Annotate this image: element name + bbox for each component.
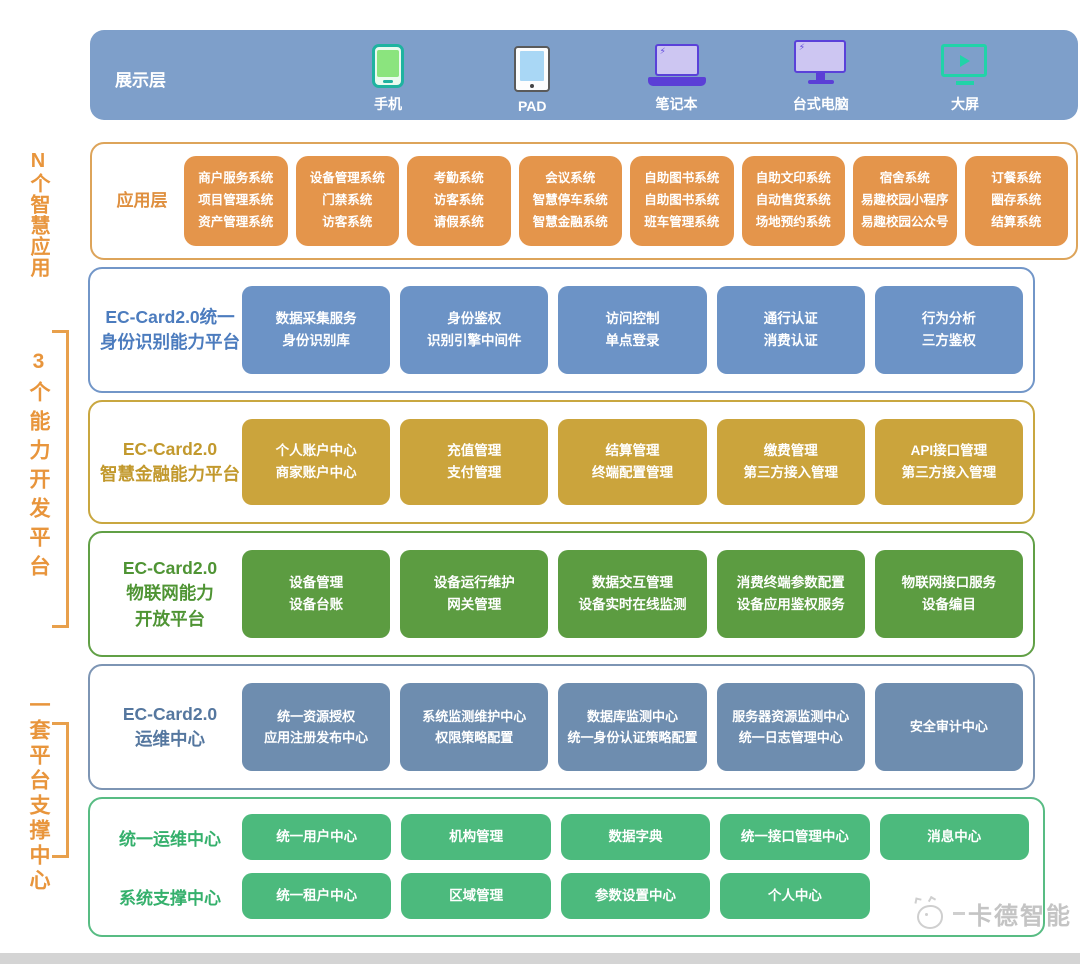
support-box: 机构管理 [401, 814, 551, 860]
display-layer-row: 展示层 手机 PAD 笔记本 台式电脑 大屏 [90, 30, 1078, 120]
mascot-doodle-icon [913, 895, 949, 931]
device-label: PAD [517, 98, 547, 114]
bottom-strip [0, 953, 1080, 964]
support-box: 数据字典 [560, 814, 711, 860]
ops-center-row: EC-Card2.0 运维中心 统一资源授权应用注册发布中心系统监测维护中心权限… [88, 664, 1035, 790]
identity-capability-box: 行为分析三方鉴权 [874, 286, 1024, 374]
application-boxes: 商户服务系统项目管理系统资产管理系统设备管理系统门禁系统访客系统考勤系统访客系统… [184, 156, 1068, 246]
unified-ops-title: 统一运维中心 [119, 829, 221, 849]
ops-capability-box: 统一资源授权应用注册发布中心 [242, 683, 391, 771]
identity-capability-box: 访问控制单点登录 [558, 286, 707, 374]
support-box: 个人中心 [720, 873, 870, 919]
unified-ops-boxes: 统一用户中心机构管理数据字典统一接口管理中心消息中心 [242, 814, 1029, 860]
iot-capability-box: 消费终端参数配置设备应用鉴权服务 [716, 550, 865, 638]
bracket-capability-platforms [52, 330, 69, 628]
ops-capability-box: 系统监测维护中心权限策略配置 [400, 683, 549, 771]
finance-capability-box: 结算管理终端配置管理 [558, 419, 707, 505]
side-label-capability-platforms: 3个能力开发平台 [27, 350, 50, 584]
iot-platform-row: EC-Card2.0 物联网能力 开放平台 设备管理设备台账设备运行维护网关管理… [88, 531, 1035, 657]
identity-capability-box: 身份鉴权识别引擎中间件 [400, 286, 549, 374]
support-box: 消息中心 [879, 814, 1029, 860]
device-pad: PAD [489, 38, 575, 114]
ops-capability-box: 服务器资源监测中心统一日志管理中心 [716, 683, 865, 771]
device-phone: 手机 [345, 38, 431, 114]
app-system-box: 自助图书系统自助图书系统班车管理系统 [630, 156, 734, 246]
phone-icon [372, 44, 404, 88]
app-system-box: 设备管理系统门禁系统访客系统 [295, 156, 399, 246]
support-box: 参数设置中心 [560, 873, 711, 919]
system-support-title: 系统支撑中心 [119, 888, 221, 908]
display-layer-title: 展示层 [115, 71, 166, 90]
iot-boxes: 设备管理设备台账设备运行维护网关管理数据交互管理设备实时在线监测消费终端参数配置… [242, 550, 1024, 638]
application-layer-row: 应用层 商户服务系统项目管理系统资产管理系统设备管理系统门禁系统访客系统考勤系统… [90, 142, 1078, 260]
bigscreen-icon [941, 44, 989, 88]
watermark-text: 卡德智能 [968, 903, 1072, 930]
iot-capability-box: 数据交互管理设备实时在线监测 [558, 550, 707, 638]
system-support-line: 系统支撑中心 统一租户中心区域管理参数设置中心个人中心 [98, 873, 1029, 919]
support-box: 统一租户中心 [242, 873, 392, 919]
ops-capability-box: 数据库监测中心统一身份认证策略配置 [558, 683, 707, 771]
finance-platform-row: EC-Card2.0 智慧金融能力平台 个人账户中心商家账户中心充值管理支付管理… [88, 400, 1035, 524]
finance-capability-box: 缴费管理第三方接入管理 [716, 419, 865, 505]
device-label: 台式电脑 [792, 96, 849, 112]
identity-capability-box: 通行认证消费认证 [716, 286, 865, 374]
finance-capability-box: 充值管理支付管理 [400, 419, 549, 505]
unified-ops-line: 统一运维中心 统一用户中心机构管理数据字典统一接口管理中心消息中心 [98, 814, 1029, 860]
device-laptop: 笔记本 [634, 38, 720, 114]
device-label: 大屏 [951, 96, 979, 112]
app-system-box: 商户服务系统项目管理系统资产管理系统 [184, 156, 288, 246]
finance-platform-title: EC-Card2.0 智慧金融能力平台 [100, 438, 240, 484]
device-desktop: 台式电脑 [778, 38, 864, 114]
tablet-icon [514, 46, 551, 92]
app-system-box: 自助文印系统自动售货系统场地预约系统 [741, 156, 845, 246]
bracket-support-center [52, 722, 69, 858]
ops-capability-box: 安全审计中心 [874, 683, 1024, 771]
device-bigscreen: 大屏 [922, 38, 1008, 114]
watermark: 卡德智能 [913, 895, 1072, 931]
device-label: 笔记本 [655, 96, 698, 112]
system-support-boxes: 统一租户中心区域管理参数设置中心个人中心 [242, 873, 1029, 919]
app-system-box: 考勤系统访客系统请假系统 [407, 156, 511, 246]
support-box: 统一用户中心 [242, 814, 392, 860]
identity-capability-box: 数据采集服务身份识别库 [242, 286, 391, 374]
iot-capability-box: 设备运行维护网关管理 [400, 550, 549, 638]
support-layer-row: 统一运维中心 统一用户中心机构管理数据字典统一接口管理中心消息中心 系统支撑中心… [88, 797, 1045, 937]
app-system-box: 宿舍系统易趣校园小程序易趣校园公众号 [853, 156, 957, 246]
finance-capability-box: API接口管理第三方接入管理 [874, 419, 1024, 505]
ops-center-title: EC-Card2.0 运维中心 [122, 703, 218, 749]
finance-capability-box: 个人账户中心商家账户中心 [242, 419, 391, 505]
side-label-support-center: 一套平台支撑中心 [27, 694, 50, 894]
support-box: 区域管理 [401, 873, 551, 919]
support-box: 统一接口管理中心 [720, 814, 870, 860]
app-system-box: 会议系统智慧停车系统智慧金融系统 [518, 156, 622, 246]
iot-capability-box: 设备管理设备台账 [242, 550, 391, 638]
identity-platform-row: EC-Card2.0统一 身份识别能力平台 数据采集服务身份识别库身份鉴权识别引… [88, 267, 1035, 393]
identity-platform-title: EC-Card2.0统一 身份识别能力平台 [100, 306, 240, 352]
identity-boxes: 数据采集服务身份识别库身份鉴权识别引擎中间件访问控制单点登录通行认证消费认证行为… [242, 286, 1024, 374]
application-layer-title: 应用层 [116, 190, 168, 210]
laptop-icon [647, 44, 706, 88]
device-list: 手机 PAD 笔记本 台式电脑 大屏 [345, 38, 1008, 114]
finance-boxes: 个人账户中心商家账户中心充值管理支付管理结算管理终端配置管理缴费管理第三方接入管… [242, 419, 1024, 505]
iot-capability-box: 物联网接口服务设备编目 [874, 550, 1024, 638]
side-label-smart-apps: N个智慧应用 [27, 150, 49, 278]
device-label: 手机 [374, 96, 402, 112]
iot-platform-title: EC-Card2.0 物联网能力 开放平台 [122, 557, 218, 629]
desktop-icon [793, 40, 848, 88]
ops-boxes: 统一资源授权应用注册发布中心系统监测维护中心权限策略配置数据库监测中心统一身份认… [242, 683, 1024, 771]
app-system-box: 订餐系统圈存系统结算系统 [964, 156, 1068, 246]
watermark-dash [953, 912, 965, 915]
